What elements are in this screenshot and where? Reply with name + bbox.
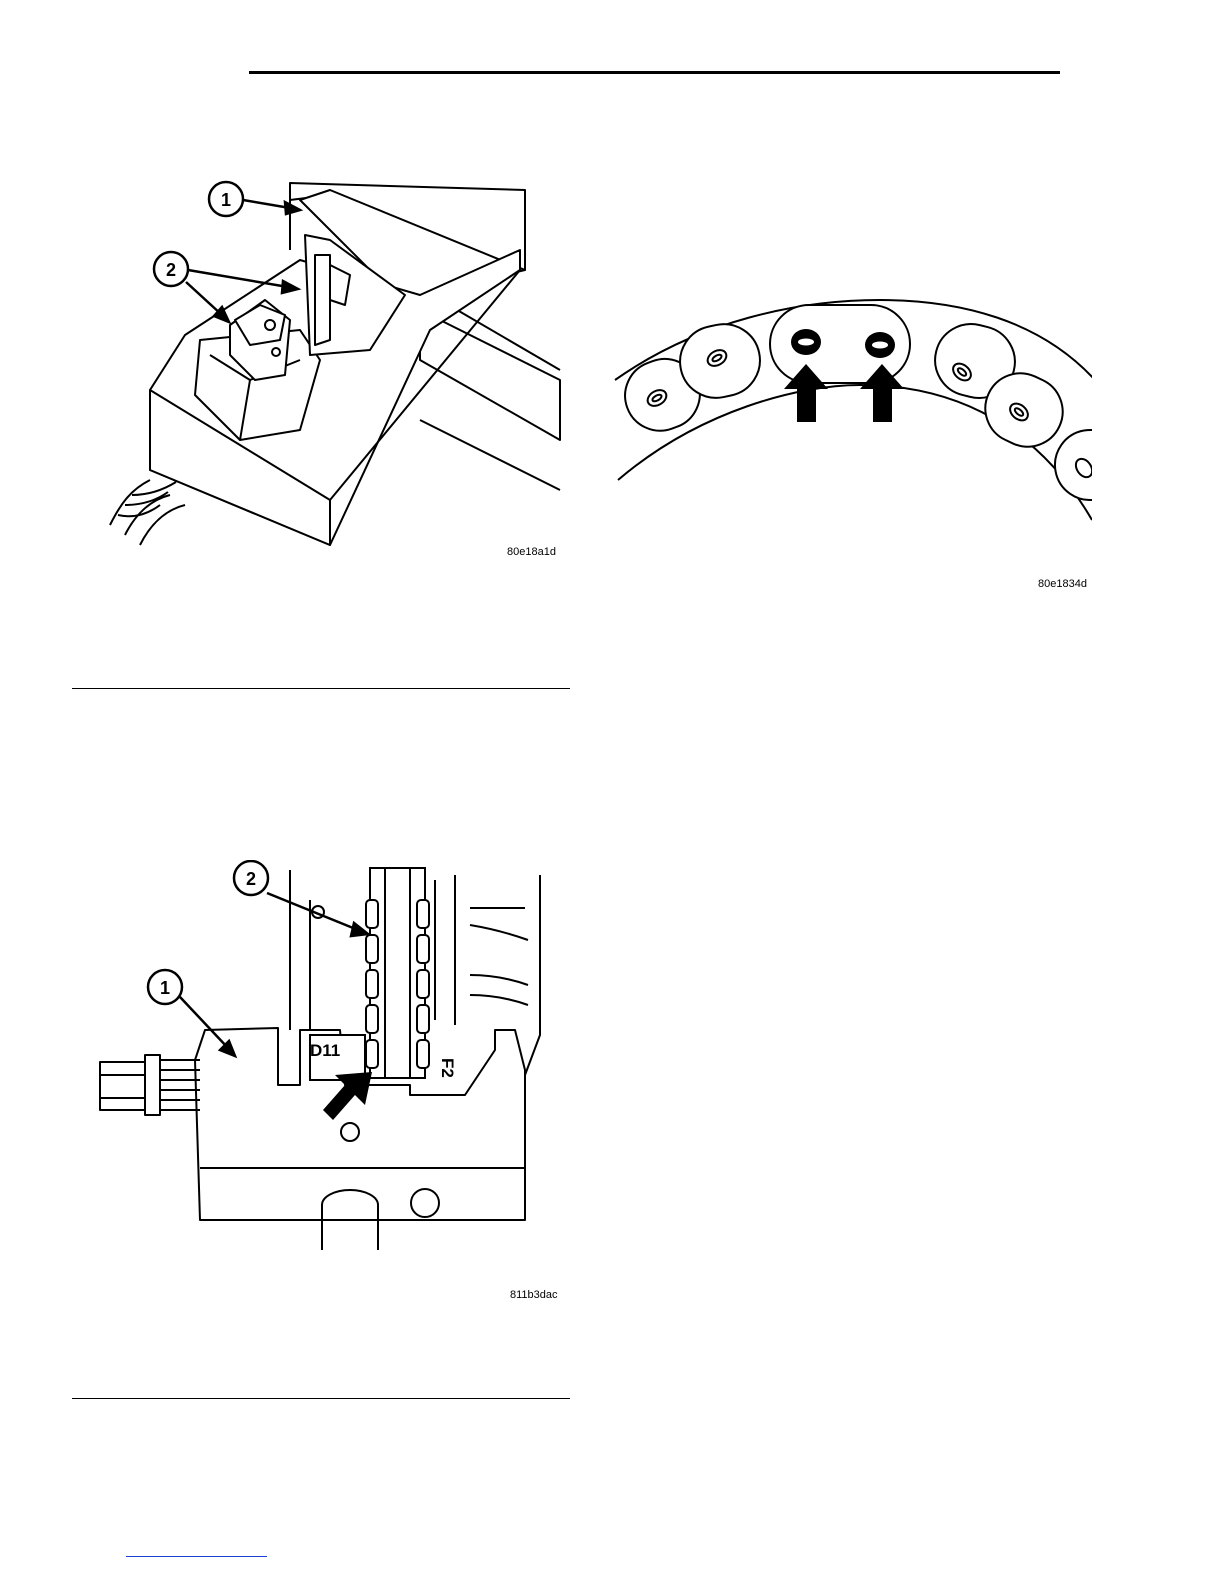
- figure-tensioner: 1 2: [100, 170, 570, 560]
- part-label-f2: F2: [438, 1058, 457, 1078]
- figure-tensioner-block: D11 F2 2 1: [80, 860, 560, 1260]
- figure-code: 80e18a1d: [507, 546, 556, 558]
- callout-2: 2: [234, 861, 268, 895]
- svg-text:2: 2: [166, 260, 176, 280]
- callout-1: 1: [209, 182, 243, 216]
- figure-code: 80e1834d: [1038, 578, 1087, 590]
- footer-link[interactable]: [126, 1556, 267, 1557]
- figure-timing-chain: [610, 295, 1100, 535]
- callout-1: 1: [148, 970, 182, 1004]
- svg-text:1: 1: [160, 978, 170, 998]
- section-rule: [72, 688, 570, 689]
- callout-2: 2: [154, 252, 188, 286]
- svg-text:2: 2: [246, 869, 256, 889]
- svg-text:1: 1: [221, 190, 231, 210]
- header-rule: [249, 71, 1060, 74]
- part-label-d11: D11: [310, 1041, 340, 1060]
- figure-code: 811b3dac: [510, 1289, 558, 1301]
- section-rule: [72, 1398, 570, 1399]
